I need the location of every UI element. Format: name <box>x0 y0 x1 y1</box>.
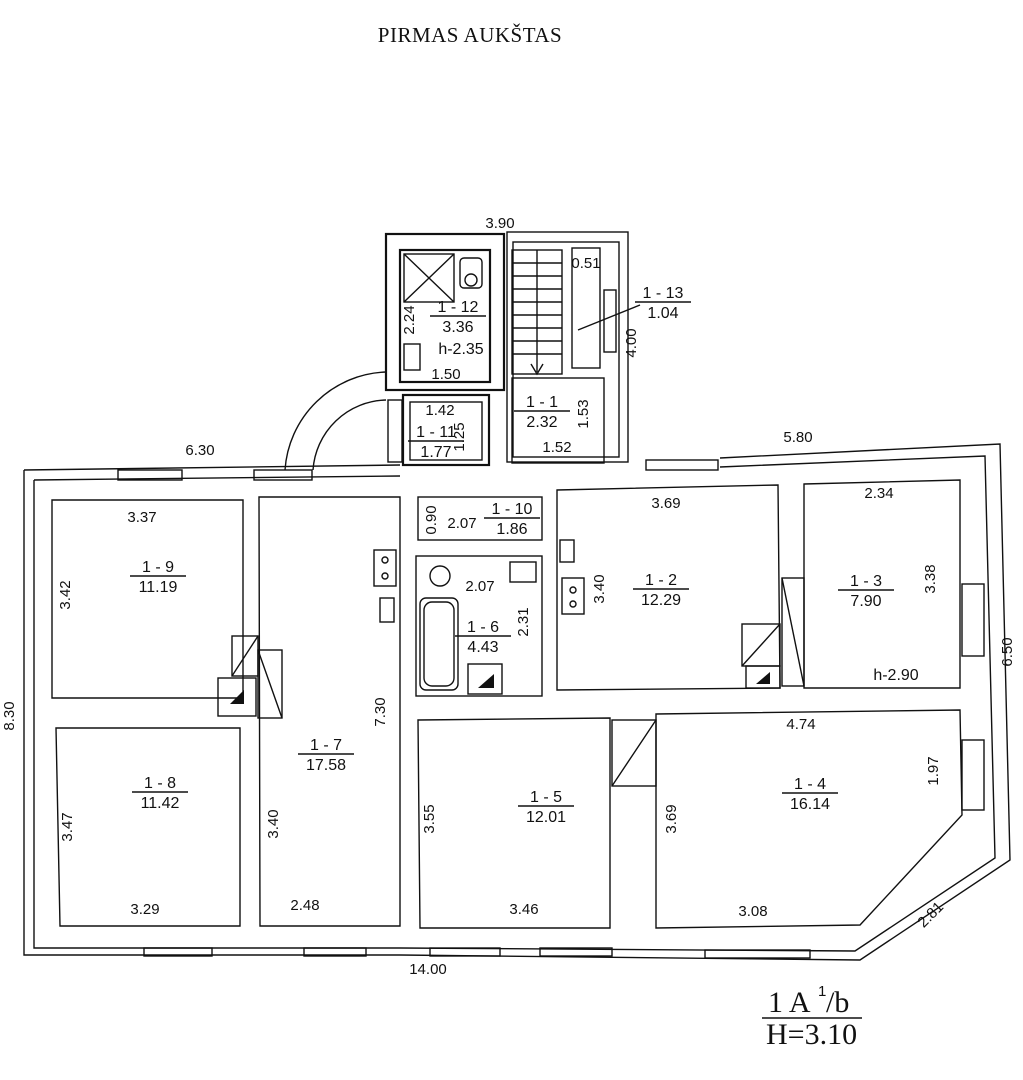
stamp-superscript: 1 <box>818 983 826 1000</box>
dimension-label: 1.25 <box>451 422 468 451</box>
entry-door-arc <box>284 371 387 471</box>
dimension-label: 4.74 <box>786 716 815 733</box>
dimension-label: 2.07 <box>465 578 494 595</box>
dimension-labels: 3.90 0.51 2.24 4.00 1.50 1.42 1.25 1.531.52 6.30… <box>1 215 1016 978</box>
dimension-label: 0.51 <box>571 255 600 272</box>
room-area-label: 4.43 <box>467 639 498 656</box>
room-id-label: 1 - 5 <box>530 789 562 806</box>
room-id-label: 1 - 8 <box>144 775 176 792</box>
room-area-label: 12.01 <box>526 809 566 826</box>
room-id-label: 1 - 1 <box>526 394 558 411</box>
windows <box>117 289 985 959</box>
dimension-label: 2.24 <box>401 305 418 334</box>
stamp-line1b: /b <box>826 986 849 1019</box>
dimension-label: 3.40 <box>265 809 282 838</box>
room-area-label: 1.77 <box>420 444 451 461</box>
dimension-label: 2.34 <box>864 485 893 502</box>
room-id-label: 1 - 9 <box>142 559 174 576</box>
dimension-label: 2.48 <box>290 897 319 914</box>
room-id-label: 1 - 11 <box>416 424 456 441</box>
dimension-label: 3.42 <box>57 580 74 609</box>
room-height-note: h-2.90 <box>873 667 918 684</box>
dimension-label: 3.46 <box>509 901 538 918</box>
stamp-line2: H=3.10 <box>766 1018 857 1051</box>
dimension-label: 1.42 <box>425 402 454 419</box>
dimension-label: 2.31 <box>515 607 532 636</box>
room-id-label: 1 - 2 <box>645 572 677 589</box>
dimension-label: 1.52 <box>542 439 571 456</box>
dimension-label: 3.55 <box>421 804 438 833</box>
room-id-label: 1 - 6 <box>467 619 499 636</box>
dimension-label: 14.00 <box>409 961 447 978</box>
room-area-label: 7.90 <box>850 593 881 610</box>
room-labels: 1 - 12 3.36 1 - 13 1.04 1 - 11 1.77 1 - 1 2.32 1… <box>130 285 919 826</box>
dimension-label: 8.30 <box>1 701 18 730</box>
room-area-label: 11.19 <box>139 579 178 596</box>
room-area-label: 12.29 <box>641 592 681 609</box>
room-id-label: 1 - 13 <box>643 285 684 302</box>
room-height-note: h-2.35 <box>438 341 483 358</box>
room-id-label: 1 - 4 <box>794 776 826 793</box>
scale-stamp: 1 A 1 /b H=3.10 <box>762 983 862 1051</box>
room-area-label: 1.86 <box>496 521 527 538</box>
room-id-label: 1 - 3 <box>850 573 882 590</box>
room-area-label: 16.14 <box>790 796 830 813</box>
fixtures <box>373 253 585 691</box>
plan-title: PIRMAS AUKŠTAS <box>378 23 562 47</box>
stoves <box>217 577 805 787</box>
dimension-label: 6.50 <box>999 637 1016 666</box>
room-id-label: 1 - 7 <box>310 737 342 754</box>
dimension-label: 3.90 <box>485 215 514 232</box>
dimension-label: 1.50 <box>431 366 460 383</box>
dimension-label: 3.47 <box>59 812 76 841</box>
room-id-label: 1 - 12 <box>438 299 479 316</box>
dimension-label: 3.40 <box>591 574 608 603</box>
room-area-label: 3.36 <box>442 319 473 336</box>
room-area-label: 17.58 <box>306 757 346 774</box>
room-area-label: 2.32 <box>526 414 557 431</box>
dimension-label: 3.08 <box>738 903 767 920</box>
dimension-label: 7.30 <box>372 697 389 726</box>
room-id-label: 1 - 10 <box>492 501 533 518</box>
dimension-label: 3.29 <box>130 901 159 918</box>
dimension-label: 4.00 <box>623 328 640 357</box>
dimension-label: 2.07 <box>447 515 476 532</box>
entry-door-arc-2 <box>312 399 387 471</box>
dimension-label: 0.90 <box>423 505 440 534</box>
dimension-label: 3.37 <box>127 509 156 526</box>
dimension-label: 5.80 <box>783 429 812 446</box>
dimension-label: 1.53 <box>575 399 592 428</box>
stamp-line1: 1 A <box>768 986 811 1019</box>
room-area-label: 11.42 <box>141 795 180 812</box>
dimension-label: 1.97 <box>925 756 942 785</box>
dimension-label: 6.30 <box>185 442 214 459</box>
room-area-label: 1.04 <box>647 305 678 322</box>
staircase <box>511 247 641 376</box>
dimension-label: 3.38 <box>922 564 939 593</box>
dimension-label: 3.69 <box>651 495 680 512</box>
dimension-label: 3.69 <box>663 804 680 833</box>
dimension-label: 2.81 <box>914 898 947 931</box>
